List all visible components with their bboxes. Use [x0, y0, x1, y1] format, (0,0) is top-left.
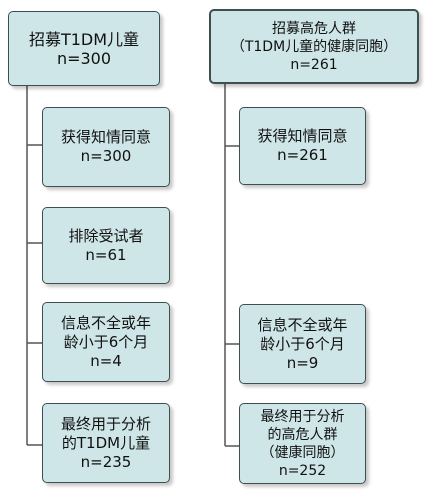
right-step-final-box: 最终用于分析 的高危人群 （健康同胞） n=252	[239, 403, 366, 484]
right-step-consent-box: 获得知情同意 n=261	[239, 107, 366, 185]
left-step-final-box: 最终用于分析 的T1DM儿童 n=235	[42, 403, 170, 483]
left-step-incomplete-line-2: 龄小于6个月	[63, 332, 149, 351]
right-header-line-1: 招募高危人群	[272, 20, 356, 37]
left-step-excluded-line-2: n=61	[85, 245, 127, 264]
left-step-incomplete-box: 信息不全或年 龄小于6个月 n=4	[42, 302, 170, 382]
left-step-consent-line-1: 获得知情同意	[60, 128, 151, 146]
left-step-final-line-1: 最终用于分析	[60, 414, 151, 433]
right-step-incomplete-box: 信息不全或年 龄小于6个月 n=9	[239, 304, 366, 384]
left-header-box: 招募T1DM儿童 n=300	[8, 11, 160, 86]
right-header-line-2: （T1DM儿童的健康同胞）	[230, 38, 398, 55]
right-step-final-line-4: n=252	[278, 462, 327, 479]
right-step-final-line-1: 最终用于分析	[260, 408, 345, 425]
left-step-final-line-3: n=235	[80, 452, 132, 471]
left-header-line-2: n=300	[56, 48, 112, 68]
right-step-incomplete-line-3: n=9	[286, 353, 319, 372]
left-step-excluded-line-1: 排除受试者	[68, 226, 144, 245]
left-step-final-line-2: 的T1DM儿童	[61, 433, 151, 452]
right-header-line-3: n=261	[290, 56, 338, 73]
right-step-final-line-2: 的高危人群	[267, 426, 338, 443]
right-step-incomplete-line-2: 龄小于6个月	[260, 334, 345, 353]
right-step-consent-line-1: 获得知情同意	[257, 127, 348, 145]
right-step-final-line-3: （健康同胞）	[260, 444, 345, 461]
right-step-incomplete-line-1: 信息不全或年	[257, 315, 348, 334]
left-step-consent-box: 获得知情同意 n=300	[42, 107, 170, 187]
left-header-line-1: 招募T1DM儿童	[28, 29, 140, 49]
right-header-box: 招募高危人群 （T1DM儿童的健康同胞） n=261	[209, 9, 419, 84]
left-step-incomplete-line-1: 信息不全或年	[60, 313, 151, 332]
left-step-consent-line-2: n=300	[80, 147, 132, 165]
left-step-incomplete-line-3: n=4	[90, 351, 122, 370]
left-step-excluded-box: 排除受试者 n=61	[42, 207, 170, 284]
right-step-consent-line-2: n=261	[277, 146, 328, 164]
